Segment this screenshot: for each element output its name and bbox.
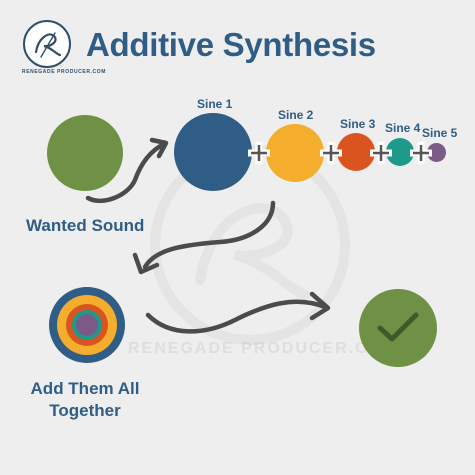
wanted-sound-label: Wanted Sound: [26, 216, 145, 235]
plus-icon: [248, 142, 270, 164]
combined-label: Add Them All Together: [21, 378, 149, 422]
plus-icon: [370, 142, 392, 164]
combined-sines-circle: [49, 287, 125, 363]
sine-4-label: Sine 4: [385, 121, 421, 135]
arrow-to-sines: [85, 137, 169, 204]
arrow-to-combined: [132, 200, 276, 275]
sine-5-label: Sine 5: [422, 126, 458, 140]
sine-5-circle: [427, 143, 446, 162]
sine-1-circle: [174, 113, 252, 191]
sine-1-label: Sine 1: [197, 97, 233, 111]
plus-icon: [320, 142, 342, 164]
sine-2-circle: [266, 124, 324, 182]
result-circle: [359, 289, 437, 367]
sine-3-circle: [337, 133, 375, 171]
plus-icon: [410, 142, 432, 164]
page-title: Additive Synthesis: [86, 26, 376, 63]
renegade-producer-logo: [23, 20, 71, 68]
sine-2-label: Sine 2: [278, 108, 314, 122]
combined-label-line2: Together: [49, 401, 121, 420]
watermark-text: RENEGADE PRODUCER.COM: [128, 340, 399, 357]
brand-subtext: RENEGADE PRODUCER.COM: [22, 69, 106, 75]
wanted-sound-circle: [47, 115, 123, 191]
combined-label-line1: Add Them All: [30, 379, 140, 398]
sine-3-label: Sine 3: [340, 117, 376, 131]
arrow-to-result: [145, 291, 331, 334]
checkmark-icon: [377, 312, 419, 342]
